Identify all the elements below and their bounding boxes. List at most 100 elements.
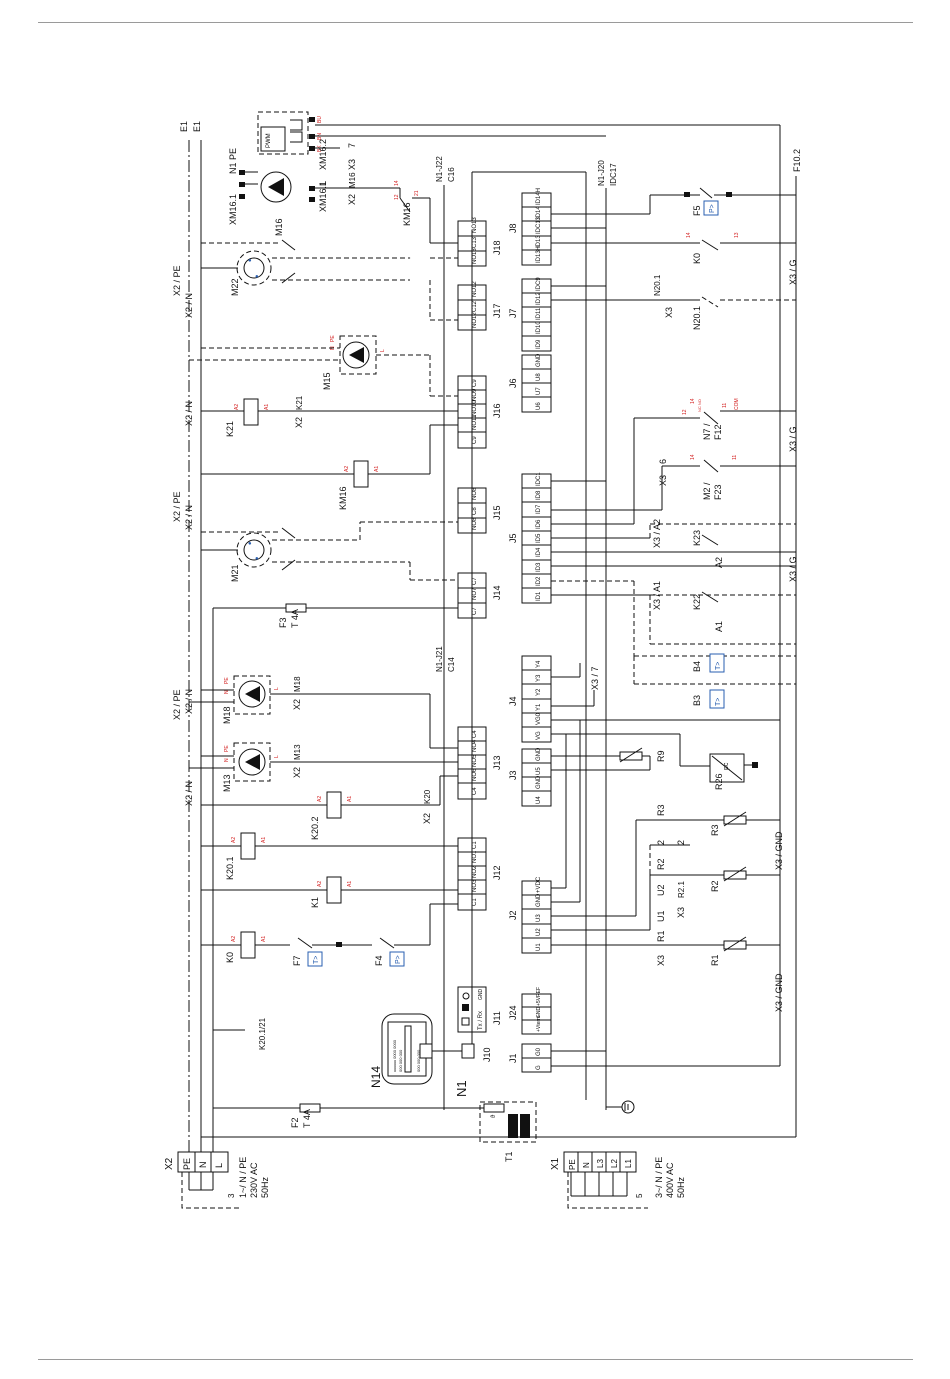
svg-text:ID10: ID10 [536, 321, 542, 334]
svg-text:U4: U4 [536, 796, 542, 804]
n1-j21-c14: C14 [447, 657, 456, 672]
svg-text:J10: J10 [482, 1047, 492, 1062]
connector-j18: NO13 C13 NO13 J18 [457, 217, 502, 267]
svg-text:●: ● [255, 274, 259, 280]
connector-j12: C1 NO1 NO2 NO3 C1 J12 [457, 837, 502, 911]
svg-text:J1: J1 [508, 1053, 518, 1063]
svg-text:J7: J7 [508, 308, 518, 318]
svg-text:J24: J24 [508, 1005, 518, 1020]
relay-km16-coil: A2 A1 KM16 [201, 424, 458, 510]
connector-j24: +5VREF GND +Vterm J24 [508, 987, 552, 1035]
valve-m22: ● ● M22 [201, 239, 458, 321]
j4-wires: X3 / 7 [551, 663, 780, 767]
svg-text:A1: A1 [261, 837, 267, 843]
relay-k1: A2 A1 K1 [201, 876, 458, 908]
svg-text:C7: C7 [472, 577, 478, 585]
svg-text:A1: A1 [261, 936, 267, 942]
connector-j15: NO8 C8 NO8 J15 [457, 487, 502, 534]
svg-text:X3 / A2: X3 / A2 [652, 519, 662, 548]
n1-j21-label: N1-J21 [435, 646, 444, 672]
svg-text:X2 / N: X2 / N [184, 401, 194, 426]
connector-j4: Y4 Y3 Y2 Y1 VG0 VG J4 [508, 655, 552, 743]
n1-j20-label: N1-J20 [597, 160, 606, 186]
relay-k0: A2 A1 K0 T> P> F7 F4 [201, 903, 458, 967]
svg-text:J13: J13 [492, 755, 502, 770]
svg-text:C4: C4 [472, 730, 478, 738]
svg-text:NO12: NO12 [472, 312, 478, 328]
rail-e1-a: E1 [179, 121, 189, 132]
svg-text:ID7: ID7 [536, 504, 542, 514]
svg-text:NO1: NO1 [472, 850, 478, 863]
m16-n1pe: N1 PE [228, 148, 238, 174]
svg-text:N20.1: N20.1 [653, 274, 662, 296]
pump-m18: N PE L M18 M18 X2 [189, 675, 458, 749]
svg-text:X3: X3 [676, 907, 686, 918]
pump-m16: PWM BU BN BK M16 XM16.1 XM16.1 XM16.2 N1… [228, 111, 780, 236]
svg-text:A1: A1 [347, 796, 353, 802]
svg-text:M2 /: M2 / [702, 482, 712, 500]
svg-text:IDC1: IDC1 [536, 472, 542, 486]
svg-text:F5: F5 [692, 205, 702, 216]
km16-top-label: KM16 [402, 202, 412, 226]
display-n14: xxxxxx 0000 0000 000 000 000 000 000 000… [369, 1013, 462, 1088]
svg-text:N7 /: N7 / [702, 423, 712, 440]
relay-k20-1: A2 A1 K20.1 [201, 832, 458, 880]
svg-text:L: L [274, 687, 280, 690]
svg-text:A1: A1 [264, 404, 270, 410]
svg-text:GND: GND [536, 1007, 542, 1019]
connector-j10: J10 [461, 1043, 492, 1062]
svg-text:L2: L2 [610, 1159, 619, 1168]
xm16-1-left: XM16.1 [228, 194, 238, 225]
svg-text:GND: GND [536, 353, 542, 367]
svg-text:230V AC: 230V AC [249, 1162, 259, 1198]
svg-text:M13: M13 [222, 774, 232, 792]
svg-text:ID13H: ID13H [536, 246, 542, 263]
svg-text:400V AC: 400V AC [665, 1162, 675, 1198]
svg-text:F2: F2 [290, 1117, 300, 1128]
svg-text:●: ● [248, 258, 252, 264]
svg-text:X2 / N: X2 / N [184, 505, 194, 530]
svg-text:B4: B4 [692, 661, 702, 672]
connector-j1: G0 G J1 [508, 1043, 552, 1073]
fuse-f3: F3 T 4A [213, 603, 458, 628]
j1-wires [551, 985, 781, 1067]
svg-text:L: L [380, 349, 386, 352]
svg-text:5: 5 [635, 1193, 644, 1198]
svg-text:50Hz: 50Hz [676, 1176, 686, 1198]
controller-label: N1 [454, 1080, 469, 1097]
svg-text:ID3: ID3 [536, 562, 542, 572]
connector-j8: ID14H ID14 IDC13 ID13 ID13H J8 [508, 188, 552, 266]
svg-text:R3: R3 [656, 804, 666, 816]
svg-text:NO13: NO13 [472, 248, 478, 264]
svg-text:N20.1: N20.1 [692, 306, 702, 330]
svg-text:+Vterm: +Vterm [536, 1016, 542, 1032]
svg-text:ID9: ID9 [536, 339, 542, 349]
connector-j2: +VDC GND U3 U2 U1 J2 [508, 876, 552, 954]
svg-text:J4: J4 [508, 696, 518, 706]
connector-j5: IDC1 ID8 ID7 ID6 ID5 ID4 ID3 ID2 ID1 J5 [508, 472, 552, 604]
rail-x3-g-3: X3 / G [788, 556, 798, 582]
svg-text:J14: J14 [492, 585, 502, 600]
svg-text:L3: L3 [596, 1159, 605, 1168]
svg-text:M22: M22 [230, 278, 240, 296]
valve-m21: ● ● M21 [201, 521, 458, 582]
svg-text:F23: F23 [713, 484, 723, 500]
svg-text:N: N [582, 1162, 591, 1168]
svg-text:2: 2 [656, 840, 666, 845]
svg-text:K20.1/21: K20.1/21 [258, 1017, 267, 1050]
svg-text:3: 3 [227, 1193, 236, 1198]
svg-text:NO8: NO8 [472, 517, 478, 530]
svg-text:A1: A1 [374, 466, 380, 472]
svg-text:N: N [224, 758, 230, 762]
svg-text:X2 / N: X2 / N [184, 689, 194, 714]
left-rail-labels: X2 / PE X2 / N X2 / N X2 / PE X2 / N X2 … [172, 265, 194, 806]
rail-x3-gnd-2: X3 / GND [774, 973, 784, 1012]
controller-bus: N1-J22 C16 N1-J21 C14 N1-J20 IDC17 [435, 156, 618, 1110]
svg-text:X2 / PE: X2 / PE [172, 491, 182, 522]
connector-j13: C4 NO4 NO5 NO6 C4 J13 [457, 726, 502, 800]
svg-text:GND: GND [478, 989, 484, 1001]
svg-text:PE: PE [224, 677, 230, 684]
svg-text:A2: A2 [714, 557, 724, 568]
